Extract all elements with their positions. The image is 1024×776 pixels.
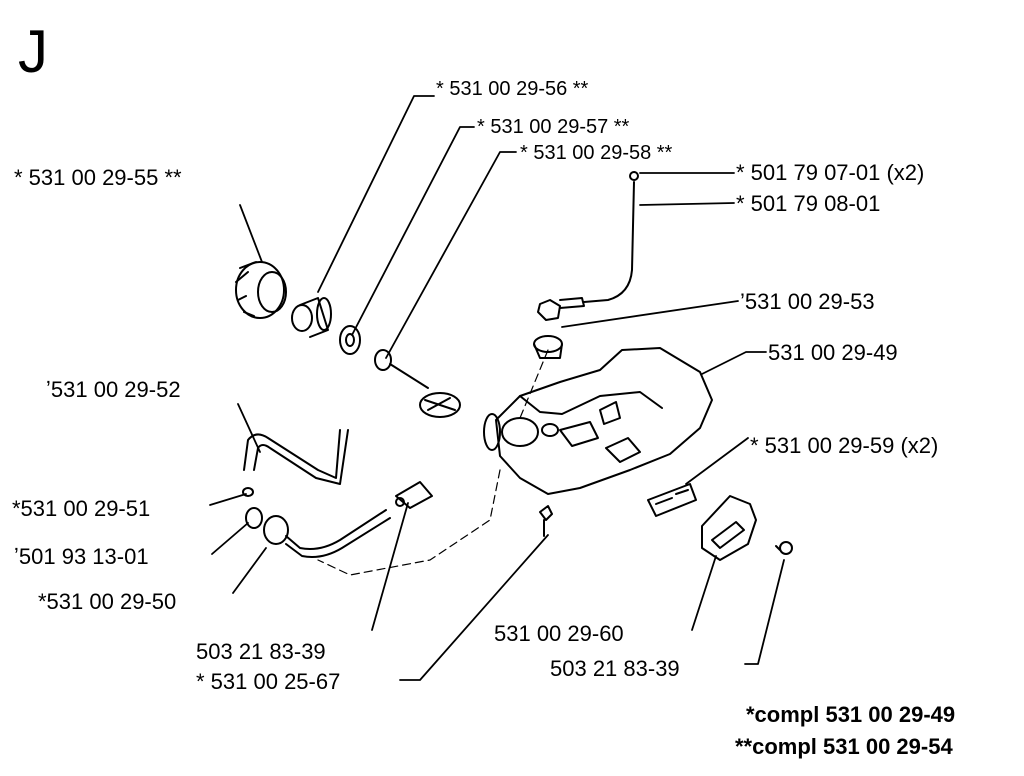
hose-fittings [242,487,289,545]
assembly-guides [317,349,549,576]
label-531-00-25-67: * 531 00 25-67 [196,669,341,694]
compl-note-1: *compl 531 00 29-49 [746,702,956,727]
leader-lines [209,95,785,681]
label-501-79-08-01: * 501 79 08-01 [736,191,881,216]
label-531-00-29-52: ʼ531 00 29-52 [46,377,181,402]
vent-hose [533,171,639,359]
washer [339,325,361,355]
fuel-pickup [395,481,433,509]
label-531-00-29-50: *531 00 29-50 [38,589,177,614]
damper-blocks [647,483,697,517]
fuel-tank [483,347,713,495]
filler-cap [235,261,287,319]
fuel-hose [285,509,391,558]
label-503-21-83-39-left: 503 21 83-39 [196,639,326,664]
label-531-00-29-55: * 531 00 29-55 ** [14,165,182,190]
breather-tube [243,429,349,485]
label-501-79-07-01: * 501 79 07-01 (x2) [736,160,925,185]
section-letter: J [18,18,48,85]
fuel-filter [374,349,461,418]
label-531-00-29-57: * 531 00 29-57 ** [477,116,630,138]
mount-screw [539,505,553,537]
label-531-00-29-60: 531 00 29-60 [494,621,624,646]
compl-note-2: **compl 531 00 29-54 [735,734,953,759]
label-531-00-29-49: 531 00 29-49 [768,340,898,365]
label-503-21-83-39-right: 503 21 83-39 [550,656,680,681]
filler-strainer [291,297,332,338]
label-531-00-29-58: * 531 00 29-58 ** [520,142,673,164]
label-501-93-13-01: ʼ501 93 13-01 [14,544,149,569]
label-531-00-29-56: * 531 00 29-56 ** [436,78,589,100]
label-531-00-29-53: ’531 00 29-53 [740,289,875,314]
label-531-00-29-59: * 531 00 29-59 (x2) [750,433,939,458]
tank-bracket [701,495,793,561]
label-531-00-29-51: *531 00 29-51 [12,496,151,521]
